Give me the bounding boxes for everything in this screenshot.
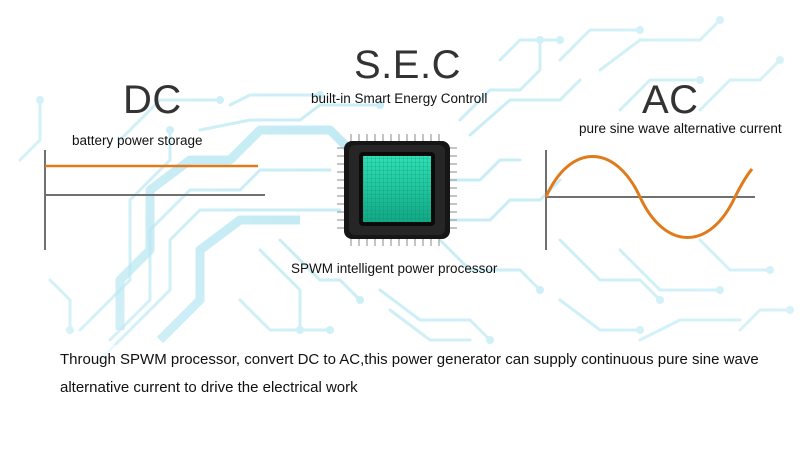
dc-title: DC [123,78,182,122]
ac-sine-curve [544,155,754,239]
processor-caption: SPWM intelligent power processor [291,261,498,276]
description-line-2: alternative current to drive the electri… [60,379,358,396]
dc-flat-line-graph [44,150,265,250]
description-line-1: Through SPWM processor, convert DC to AC… [60,351,759,368]
sec-title: S.E.C [354,43,461,87]
sec-caption: built-in Smart Energy Controll [311,91,488,106]
processor-chip-icon [337,134,457,246]
ac-title: AC [642,78,699,122]
dc-caption: battery power storage [72,133,203,148]
ac-caption: pure sine wave alternative current [579,121,782,136]
ac-sine-wave-graph [544,150,755,250]
